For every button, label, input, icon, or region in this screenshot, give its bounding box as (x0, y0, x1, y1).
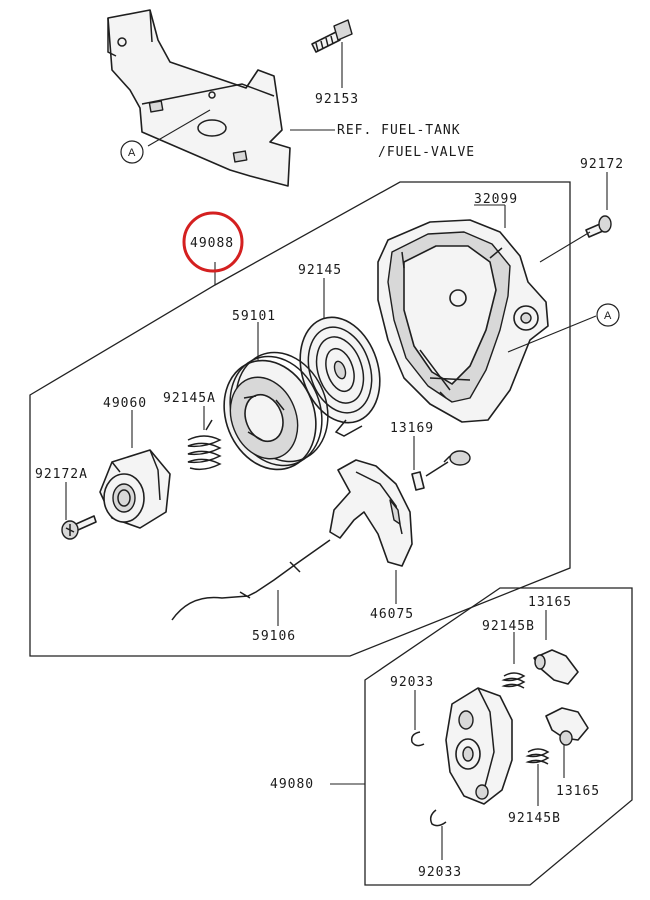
part-label-92033-bottom[interactable]: 92033 (418, 865, 462, 880)
circlip-92033-top (410, 731, 425, 747)
ref-fuel-tank-text: REF. FUEL-TANK (337, 123, 461, 138)
part-label-92145A[interactable]: 92145A (163, 391, 216, 406)
part-label-13165-top[interactable]: 13165 (528, 595, 572, 610)
part-label-59106[interactable]: 59106 (252, 629, 296, 644)
part-label-92145B-bottom[interactable]: 92145B (508, 811, 561, 826)
screw-92172 (585, 215, 612, 238)
ref-marker-a-right-label: A (604, 310, 612, 322)
ref-marker-a-right (596, 303, 620, 327)
highlight-circle (182, 211, 244, 273)
ratchet-13169 (411, 450, 471, 491)
part-label-46075[interactable]: 46075 (370, 607, 414, 622)
ref-marker-a-top (120, 140, 144, 164)
fuel-tank-bracket (107, 9, 353, 187)
spring-92145B-bottom (525, 748, 550, 765)
recoil-spring-92145 (299, 316, 381, 437)
starter-handle-46075 (329, 459, 413, 567)
part-label-59101[interactable]: 59101 (232, 309, 276, 324)
ref-marker-a-top-label: A (128, 147, 136, 159)
assembly-frame-49088 (29, 181, 571, 657)
part-label-92145B-top[interactable]: 92145B (482, 619, 535, 634)
part-label-92172A[interactable]: 92172A (35, 467, 88, 482)
pawl-13165-top (533, 649, 579, 685)
ref-fuel-valve-text: /FUEL-VALVE (378, 145, 475, 160)
part-label-49080[interactable]: 49080 (270, 777, 314, 792)
starter-housing-32099 (377, 219, 549, 423)
screw-92172A (61, 515, 97, 540)
part-label-92153[interactable]: 92153 (315, 92, 359, 107)
part-label-13165-bottom[interactable]: 13165 (556, 784, 600, 799)
assembly-frame-49080 (364, 587, 633, 886)
circlip-92033-bottom (429, 809, 447, 827)
ratchet-plate-49080 (445, 687, 513, 805)
part-label-92033-top[interactable]: 92033 (390, 675, 434, 690)
part-label-49088[interactable]: 49088 (190, 236, 234, 251)
part-label-13169[interactable]: 13169 (390, 421, 434, 436)
spring-92145A (187, 419, 222, 471)
part-label-92172[interactable]: 92172 (580, 157, 624, 172)
starter-rope-59106 (171, 539, 331, 621)
part-label-32099[interactable]: 32099 (474, 192, 518, 207)
reel-59101 (223, 351, 329, 471)
pawl-13165-bottom (545, 707, 589, 746)
part-label-49060[interactable]: 49060 (103, 396, 147, 411)
pulley-49060 (99, 449, 171, 529)
spring-92145B-top (501, 672, 526, 689)
part-label-92145[interactable]: 92145 (298, 263, 342, 278)
